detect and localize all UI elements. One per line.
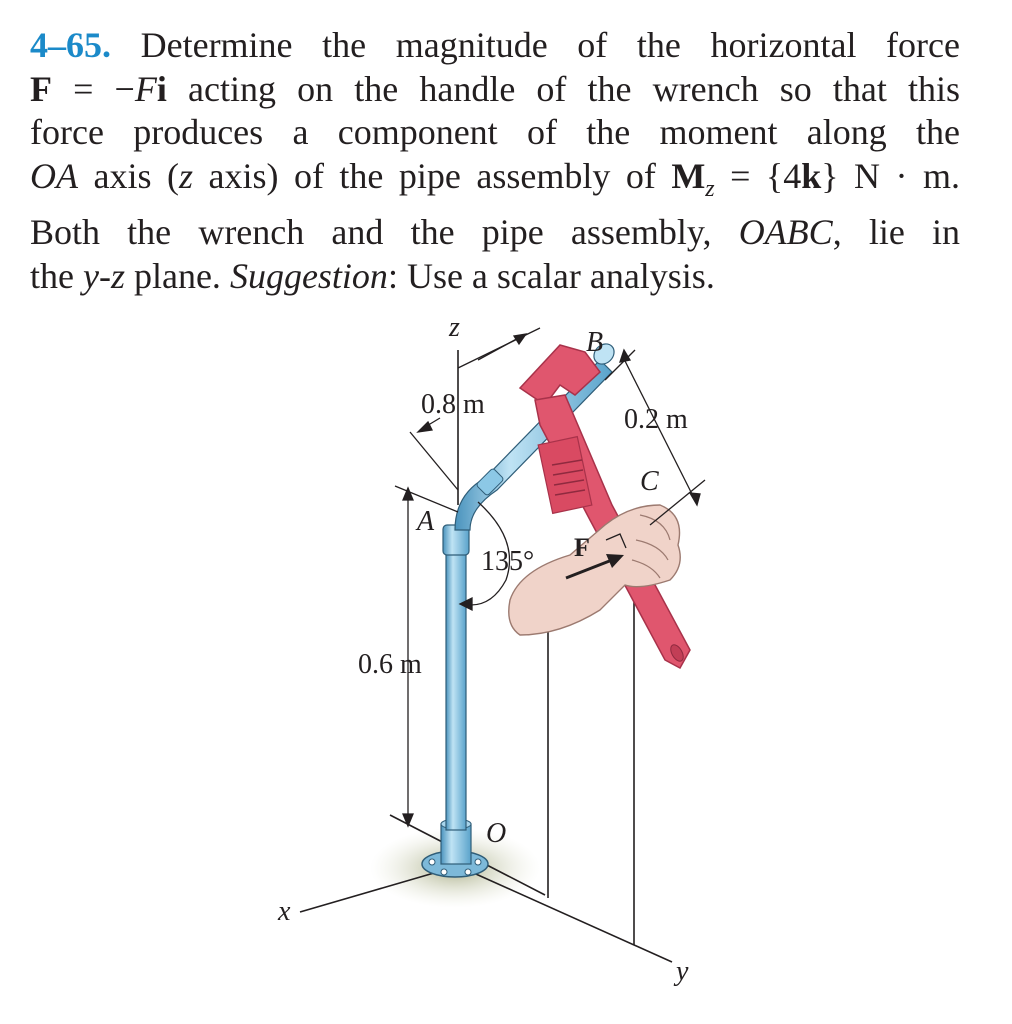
problem-line-4: OA axis (z axis) of the pipe assembly of… [30, 155, 960, 212]
wrench-adjuster [551, 459, 586, 496]
text-segment: Both the wrench and the pipe assembly, [30, 212, 739, 253]
bolt [464, 868, 472, 876]
suggestion-label: Suggestion [229, 255, 388, 296]
label-point-C: C [640, 466, 659, 497]
text-segment: axis ( [78, 155, 179, 196]
y-axis-line [457, 865, 673, 963]
label-force: F [574, 533, 590, 562]
plane-name: y-z [82, 255, 125, 296]
unit-vector-k: k [801, 155, 822, 196]
dimension-lines [394, 327, 706, 828]
problem-line-2: F = −Fi acting on the handle of the wren… [30, 68, 960, 112]
bolt [428, 858, 436, 866]
moment-subscript: z [705, 175, 715, 202]
axis-symbol: z [178, 155, 193, 196]
wrench-nut [537, 435, 593, 515]
text-segment: plane. [124, 255, 230, 296]
label-point-A: A [415, 506, 435, 537]
base-flange [421, 818, 489, 878]
pipe-OA [442, 524, 470, 831]
text-segment: = {4 [714, 155, 802, 196]
assembly-name: OABC [738, 212, 833, 253]
text-segment: axis) of the pipe assembly of [192, 155, 672, 196]
unit-vector-i: i [156, 68, 167, 109]
text-segment: = − [52, 68, 135, 109]
problem-line-6: the y-z plane. Suggestion: Use a scalar … [30, 255, 960, 299]
label-point-B: B [586, 327, 603, 358]
problem-number: 4–65. [30, 25, 111, 65]
text-segment: force produces a component of the moment… [30, 112, 960, 152]
label-z-axis: z [448, 312, 460, 343]
pipe-AB [454, 343, 615, 531]
label-angle-135: 135° [481, 546, 534, 577]
text-segment: , lie in [832, 212, 961, 253]
label-dim-0-8m: 0.8 m [421, 389, 485, 420]
label-dim-0-2m: 0.2 m [624, 404, 688, 435]
wrench-hole [670, 644, 684, 662]
text-segment: the [30, 255, 83, 296]
label-x-axis: x [277, 896, 291, 927]
text-segment: Determine the magnitude of the horizonta… [140, 25, 960, 65]
bolt [440, 868, 448, 876]
problem-line-5: Both the wrench and the pipe assembly, O… [30, 211, 960, 255]
force-arrow [565, 533, 627, 580]
text-segment: } N · m. [821, 155, 960, 196]
force-magnitude-symbol: F [134, 68, 157, 109]
problem-line-3: force produces a component of the moment… [30, 111, 960, 155]
text-segment: : Use a scalar analysis. [387, 255, 715, 296]
label-dim-0-6m: 0.6 m [358, 649, 422, 680]
label-point-O: O [486, 818, 506, 849]
axis-name: OA [30, 155, 78, 196]
label-y-axis: y [673, 956, 689, 987]
text-segment: acting on the handle of the wrench so th… [166, 68, 960, 109]
bolt [474, 858, 482, 866]
problem-line-1: 4–65. Determine the magnitude of the hor… [30, 24, 960, 68]
problem-statement: 4–65. Determine the magnitude of the hor… [30, 24, 960, 298]
hand [508, 504, 681, 636]
coordinate-axes [299, 350, 673, 963]
moment-symbol: M [671, 155, 706, 196]
force-symbol: F [30, 68, 52, 109]
